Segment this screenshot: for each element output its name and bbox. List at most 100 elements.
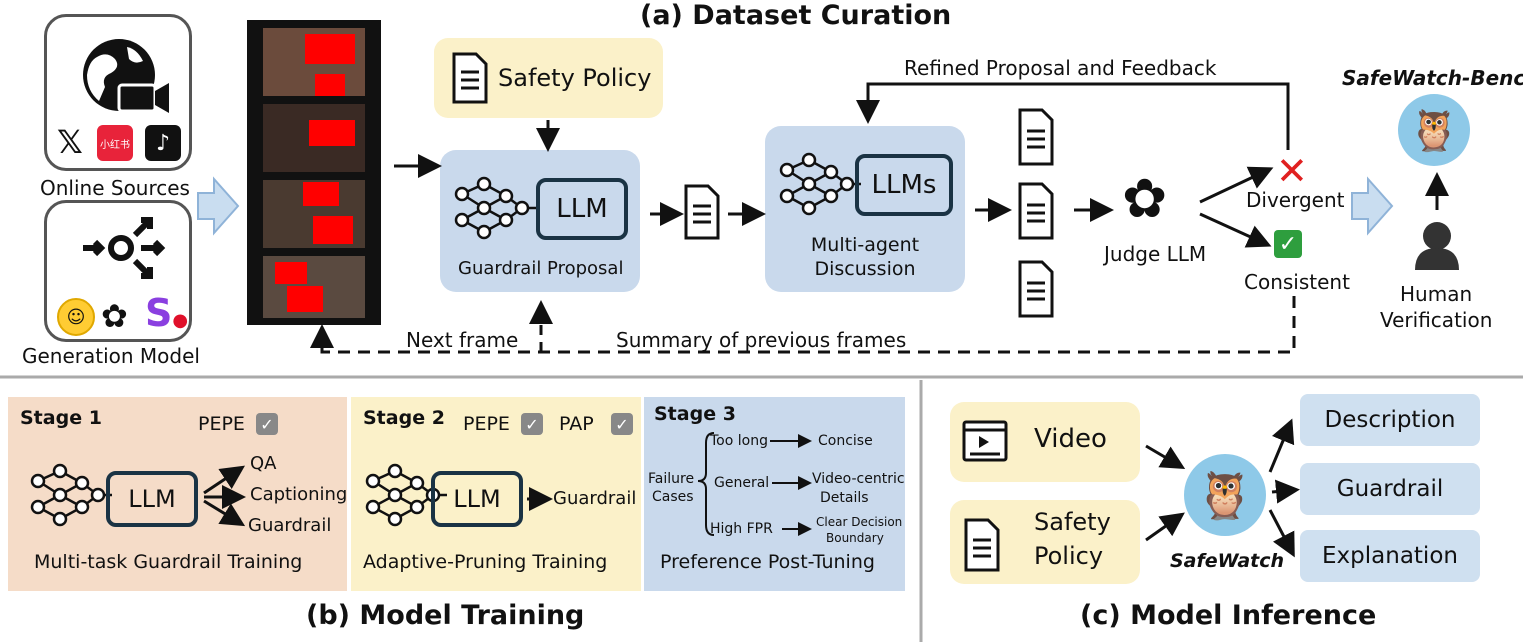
owl-mascot-icon: 🦉 <box>1398 94 1470 166</box>
consistent-label: Consistent <box>1244 270 1350 294</box>
video-frame-2 <box>263 104 365 172</box>
xiaohongshu-text: 小红书 <box>100 139 130 151</box>
flow-icon <box>83 217 166 279</box>
tiktok-logo-icon: ♪ <box>145 125 181 161</box>
globe-video-icon <box>83 39 169 113</box>
stage3-row1-from: Too long <box>710 433 768 449</box>
stage2-label: Stage 2 <box>363 407 445 429</box>
failure-label-2: Cases <box>652 489 694 505</box>
video-frame-1 <box>263 28 365 96</box>
video-input-box: Video <box>950 402 1140 482</box>
cross-icon: ✕ <box>1276 149 1308 193</box>
llm-box: LLM <box>536 178 628 240</box>
online-sources-label: Online Sources <box>40 176 190 200</box>
checkbox-icon: ✓ <box>611 413 633 435</box>
bench-title: SafeWatch-Bench <box>1342 66 1523 90</box>
openai-icon: ✿ <box>1122 167 1168 230</box>
panel-a-title: (a) Dataset Curation <box>640 0 952 31</box>
generation-model-box: ☺ ✿ S● <box>44 200 192 342</box>
document-icon <box>1018 108 1054 166</box>
checkbox-icon: ✓ <box>521 413 543 435</box>
redaction-box <box>303 182 339 206</box>
generation-model-label: Generation Model <box>22 344 200 368</box>
multi-agent-label-1: Multi-agent <box>810 234 920 256</box>
output-explanation: Explanation <box>1300 530 1480 582</box>
redaction-box <box>275 262 307 284</box>
divergent-label: Divergent <box>1246 188 1345 212</box>
multi-agent-label-2: Discussion <box>814 258 916 280</box>
online-sources-box: 𝕏 小红书 ♪ <box>44 14 192 171</box>
stage3-brace <box>697 432 812 536</box>
output-guardrail: Guardrail <box>1300 463 1480 515</box>
big-arrow <box>197 176 240 236</box>
safety-policy-input-box: Safety Policy <box>950 500 1140 584</box>
document-icon <box>684 184 720 240</box>
video-label: Video <box>1034 424 1107 454</box>
stage2-output: Guardrail <box>553 488 637 509</box>
stage3-caption: Preference Post-Tuning <box>660 551 875 573</box>
human-label-2: Verification <box>1380 308 1493 332</box>
policy-label-1: Safety <box>1034 508 1111 536</box>
stage2-pepe: PEPE <box>463 413 510 435</box>
stage3-row1-to: Concise <box>818 433 873 449</box>
document-icon <box>964 518 1000 572</box>
policy-label-2: Policy <box>1034 542 1104 570</box>
arrow <box>1199 212 1272 248</box>
stage2-panel: Stage 2 PEPE ✓ PAP ✓ LLM Guardrail Adapt… <box>351 397 641 591</box>
next-frame-label: Next frame <box>406 328 519 352</box>
stage3-row3-to2: Boundary <box>826 531 884 545</box>
neural-net-icon <box>454 176 536 240</box>
document-icon <box>452 52 488 104</box>
human-label-1: Human <box>1400 282 1473 306</box>
stage1-pepe: PEPE <box>198 413 245 435</box>
checkbox-icon: ✓ <box>256 413 278 435</box>
stage2-pap: PAP <box>559 413 594 435</box>
stage2-caption: Adaptive-Pruning Training <box>363 551 608 573</box>
stage1-output-captioning: Captioning <box>250 484 348 505</box>
stage1-label: Stage 1 <box>20 407 102 429</box>
multi-agent-box: LLMs Multi-agent Discussion <box>765 126 965 292</box>
stage3-panel: Stage 3 Failure Cases Too long Concise G… <box>644 397 905 591</box>
stage1-caption: Multi-task Guardrail Training <box>34 551 303 573</box>
redaction-box <box>315 74 345 96</box>
stage1-arrows <box>203 465 246 527</box>
s-logo-icon: S● <box>145 291 189 335</box>
llms-box: LLMs <box>855 154 953 216</box>
stage1-llm-box: LLM <box>106 471 198 527</box>
failure-label-1: Failure <box>648 471 695 487</box>
check-icon: ✓ <box>1274 230 1302 258</box>
owl-mascot-icon: 🦉 <box>1184 454 1266 536</box>
stage3-row2-from: General <box>714 475 770 491</box>
neural-net-icon <box>30 463 112 527</box>
neural-net-icon <box>779 152 861 216</box>
film-strip <box>247 20 381 325</box>
redaction-box <box>305 34 355 64</box>
stage3-label: Stage 3 <box>654 403 736 425</box>
stage2-arrow <box>527 487 553 511</box>
big-arrow <box>1351 176 1394 236</box>
stage1-output-qa: QA <box>250 453 277 474</box>
refined-feedback-label: Refined Proposal and Feedback <box>904 56 1217 80</box>
stage1-output-guardrail: Guardrail <box>248 515 332 536</box>
redaction-box <box>287 286 323 312</box>
video-frame-3 <box>263 180 365 248</box>
stage3-row2-to: Video-centric <box>812 471 905 487</box>
guardrail-proposal-label: Guardrail Proposal <box>458 258 624 279</box>
redaction-box <box>313 216 353 244</box>
safety-policy-box: Safety Policy <box>434 38 663 118</box>
safewatch-label: SafeWatch <box>1170 550 1285 572</box>
panel-b-title: (b) Model Training <box>306 600 585 631</box>
stage1-panel: Stage 1 PEPE ✓ LLM QA Captioning Guardra… <box>8 397 347 591</box>
xiaohongshu-logo-icon: 小红书 <box>97 125 133 161</box>
redaction-box <box>309 120 355 146</box>
document-icon <box>1018 182 1054 240</box>
judge-llm-label: Judge LLM <box>1104 242 1207 266</box>
stage3-row2-to2: Details <box>820 490 869 506</box>
openai-icon: ✿ <box>101 297 128 335</box>
huggingface-icon: ☺ <box>57 298 95 336</box>
x-logo-icon: 𝕏 <box>57 123 83 161</box>
safety-policy-label: Safety Policy <box>498 64 652 92</box>
stage3-row3-from: High FPR <box>710 521 773 537</box>
summary-label: Summary of previous frames <box>616 328 907 352</box>
guardrail-proposal-box: LLM Guardrail Proposal <box>440 150 640 292</box>
